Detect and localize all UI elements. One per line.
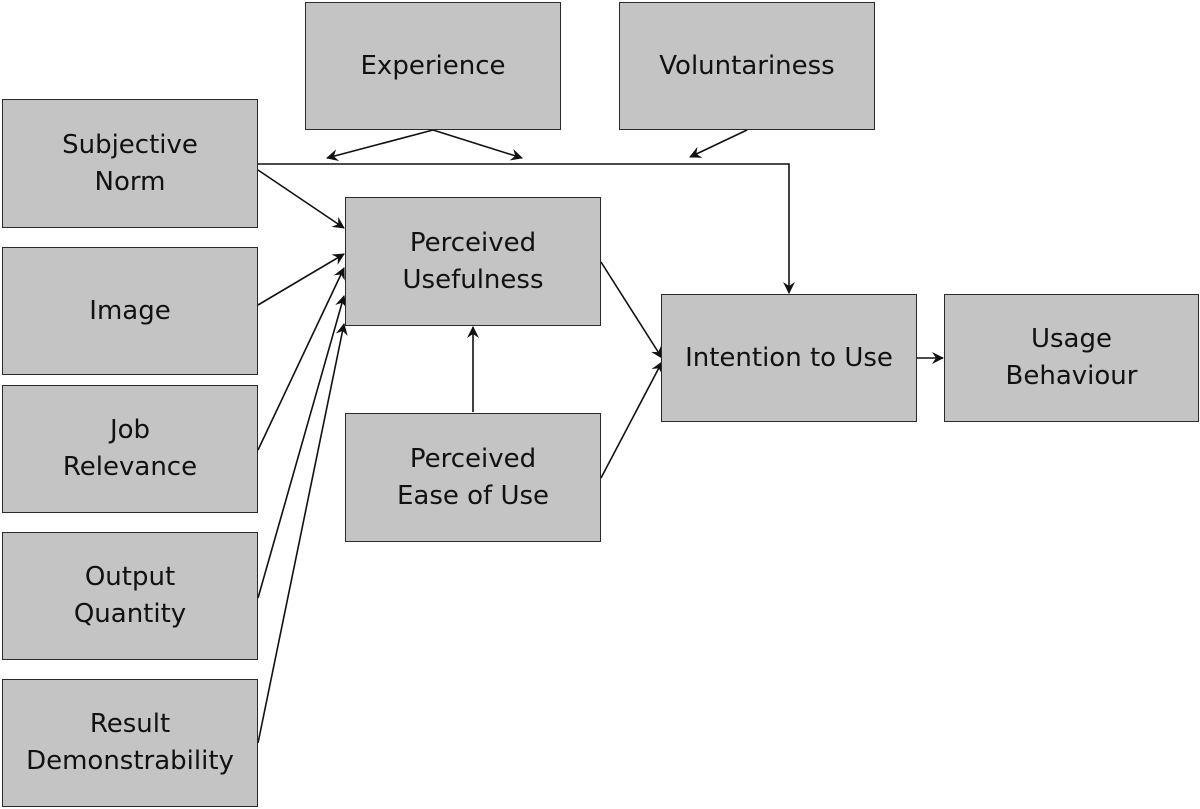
node-usage-behaviour-label: Usage Behaviour: [1005, 324, 1138, 391]
edge-subjective-norm-to-usefulness: [257, 169, 345, 229]
node-perceived-ease-of-use-label: Perceived Ease of Use: [396, 443, 550, 511]
node-voluntariness: Voluntariness: [619, 2, 875, 130]
edge-experience-moderation-left: [326, 129, 434, 161]
node-output-quantity-label: Output Quantity: [73, 562, 187, 629]
edge-image-to-usefulness: [257, 253, 345, 306]
edge-subjective-norm-to-intention: [258, 163, 795, 294]
node-experience: Experience: [305, 2, 561, 130]
edge-voluntariness-moderation: [689, 129, 748, 158]
node-image-label: Image: [89, 295, 171, 326]
node-perceived-ease-of-use: Perceived Ease of Use: [345, 413, 601, 542]
node-result-demonstrability-label: Result Demonstrability: [26, 709, 234, 776]
node-intention-to-use-label: Intention to Use: [685, 342, 893, 373]
node-voluntariness-label: Voluntariness: [659, 50, 835, 81]
node-subjective-norm: Subjective Norm: [2, 99, 258, 228]
node-output-quantity: Output Quantity: [2, 532, 258, 660]
node-experience-label: Experience: [360, 50, 506, 81]
edge-usefulness-to-intention: [600, 261, 663, 359]
edge-job-relevance-to-usefulness: [257, 267, 345, 451]
edge-experience-moderation-right: [432, 129, 523, 161]
node-perceived-usefulness: Perceived Usefulness: [345, 197, 601, 326]
edge-output-quantity-to-usefulness: [257, 295, 347, 599]
node-subjective-norm-label: Subjective Norm: [62, 129, 198, 197]
node-result-demonstrability: Result Demonstrability: [2, 679, 258, 807]
node-image: Image: [2, 247, 258, 375]
edge-result-demonstrability-to-usefulness: [257, 323, 348, 744]
node-job-relevance: Job Relevance: [2, 385, 258, 513]
edge-ease-to-intention: [600, 361, 663, 479]
node-intention-to-use: Intention to Use: [661, 294, 917, 422]
node-usage-behaviour: Usage Behaviour: [944, 294, 1199, 422]
node-perceived-usefulness-label: Perceived Usefulness: [402, 227, 544, 295]
node-job-relevance-label: Job Relevance: [62, 415, 198, 482]
